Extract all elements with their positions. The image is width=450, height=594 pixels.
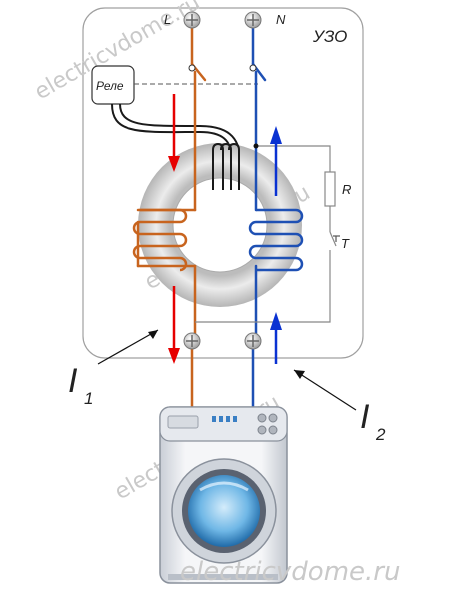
watermark-bottom: electricvdome.ru [180, 557, 400, 587]
phase-coil [132, 208, 188, 272]
current2-pointer-head [294, 370, 305, 379]
phase-label: L [164, 12, 171, 27]
current1-label: I [68, 362, 78, 400]
contact-pivot-N [249, 64, 257, 72]
neutral-label: N [276, 12, 286, 27]
test-button-symbol [333, 235, 340, 242]
test-button-label: T [341, 236, 350, 251]
terminal-L-bottom [183, 332, 201, 350]
current1-pointer [97, 329, 159, 365]
toroid-hole [172, 177, 268, 273]
test-junction-dot [253, 143, 259, 149]
current1-pointer-head [148, 330, 158, 339]
current2-label: I [360, 398, 370, 436]
current-arrows-phase [168, 94, 180, 364]
test-circuit [195, 145, 337, 323]
sense-coil [212, 142, 240, 190]
current1-subscript: 1 [84, 389, 93, 408]
relay-cable [111, 103, 241, 161]
resistor-label: R [342, 182, 351, 197]
terminal-N-bottom [244, 332, 262, 350]
neutral-coil [248, 208, 304, 272]
current2-subscript: 2 [375, 425, 386, 444]
current-arrows-neutral [270, 126, 282, 364]
contact-pivot-L [188, 64, 196, 72]
current2-pointer [293, 369, 357, 411]
terminal-N-top [244, 11, 262, 29]
device-label: УЗО [312, 27, 347, 46]
terminal-L-top [183, 11, 201, 29]
washing-machine-icon [159, 406, 288, 584]
relay-label: Реле [96, 79, 124, 93]
neutral-wire [251, 26, 267, 410]
